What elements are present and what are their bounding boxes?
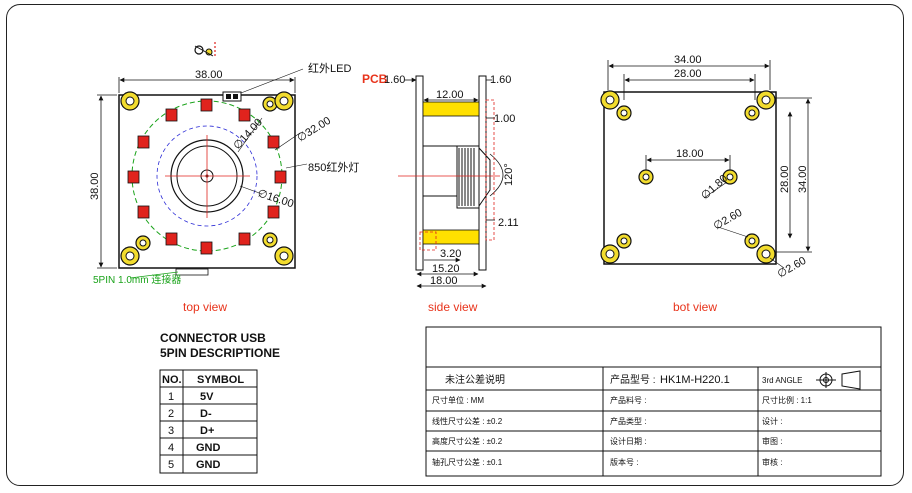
row-symbol: GND [196, 442, 221, 454]
side-dim-1-60-right: 1.60 [490, 74, 511, 86]
side-dim-2-11: 2.11 [498, 217, 519, 229]
connector-title-1: CONNECTOR USB [160, 331, 266, 345]
customer-label: 产品类型 : [610, 416, 646, 426]
ir-led-array [127, 98, 287, 255]
top-board-outline [118, 94, 296, 269]
model-label: 产品型号 : [610, 373, 656, 386]
model-value: HK1M-H220.1 [660, 374, 730, 386]
tol-header: 未注公差说明 [445, 373, 505, 386]
dia-32-label: ∅32.00 [295, 115, 333, 145]
row-no: 3 [168, 425, 174, 437]
top-corner-pads [120, 91, 294, 266]
row-no: 4 [168, 442, 174, 454]
table-header-symbol: SYMBOL [197, 374, 244, 386]
ir-led-label: 红外LED [308, 62, 351, 75]
top-width-dim: 38.00 [195, 69, 223, 81]
bot-view: 34.00 28.00 18.00 28.00 34.00 [600, 54, 812, 314]
connector-title-2: 5PIN DESCRIPTIONE [160, 346, 280, 360]
bot-dia-2-60-a: ∅2.60 [712, 207, 745, 233]
side-dim-12: 12.00 [436, 89, 464, 101]
drawing-frame [6, 4, 904, 486]
row-symbol: D- [200, 408, 212, 420]
bot-dim-18: 18.00 [676, 148, 704, 160]
top-view-caption: top view [183, 300, 227, 314]
side-dim-1-00: 1.00 [494, 113, 515, 125]
table-row: 2 D- [168, 408, 212, 420]
bot-dim-34-top: 34.00 [674, 54, 702, 66]
side-view: PCB 1.60 1.60 12.00 120° 1.00 [362, 72, 519, 314]
side-dim-18: 18.00 [430, 275, 458, 287]
unit-text: 尺寸单位 : MM [432, 395, 484, 405]
bot-pads [600, 90, 776, 264]
connector-table: CONNECTOR USB 5PIN DESCRIPTIONE NO. SYMB… [159, 331, 280, 474]
side-dim-15-20: 15.20 [432, 263, 460, 275]
table-row: 3 D+ [168, 425, 214, 437]
ir-lamp-label: 850红外灯 [308, 161, 359, 174]
side-dim-120: 120° [503, 163, 515, 186]
projection-symbol-icon [816, 370, 861, 390]
row-symbol: GND [196, 459, 221, 471]
design-date-label: 设计日期 : [610, 436, 646, 446]
row-no: 2 [168, 408, 174, 420]
hole-tol: 轴孔尺寸公差 : ±0.1 [432, 457, 503, 467]
table-row: 5 GND [168, 459, 221, 471]
approver-label: 审核 : [762, 457, 782, 467]
checker-label: 审图 : [762, 436, 782, 446]
bot-dia-2-60-b: ∅2.60 [776, 255, 809, 281]
spacer-bottom [422, 229, 480, 245]
linear-tol: 线性尺寸公差 : ±0.2 [432, 416, 503, 426]
side-dim-3-20: 3.20 [440, 248, 461, 260]
table-row: 1 5V [168, 391, 214, 403]
bot-view-caption: bot view [673, 300, 717, 314]
table-row: 4 GND [168, 442, 221, 454]
title-block: 未注公差说明 尺寸单位 : MM 线性尺寸公差 : ±0.2 高度尺寸公差 : … [425, 326, 882, 477]
connector-label: 5PIN 1.0mm 连接器 [93, 273, 181, 286]
row-symbol: D+ [200, 425, 214, 437]
bot-dia-1-80: ∅1.80 [699, 173, 730, 203]
height-tol: 高度尺寸公差 : ±0.2 [432, 436, 503, 446]
angle-label: 3rd ANGLE [762, 376, 802, 385]
bot-dim-28-top: 28.00 [674, 68, 702, 80]
material-label: 产品料号 : [610, 395, 646, 405]
side-dim-1-60-left: 1.60 [384, 74, 405, 86]
top-height-dim: 38.00 [89, 172, 101, 200]
version-label: 版本号 : [610, 457, 638, 467]
row-symbol: 5V [200, 391, 214, 403]
row-no: 1 [168, 391, 174, 403]
scale-label: 尺寸比例 : 1:1 [762, 395, 812, 405]
bot-board-outline [603, 91, 777, 265]
spacer-top [422, 101, 480, 117]
side-view-caption: side view [428, 300, 478, 314]
bot-dim-28-right: 28.00 [779, 165, 791, 193]
row-no: 5 [168, 459, 174, 471]
table-header-no: NO. [162, 374, 182, 386]
pcb-label: PCB [362, 72, 388, 86]
inner-dim-circle [156, 125, 258, 227]
top-view: 38.00 38.00 [89, 42, 359, 314]
camera-icon [194, 42, 216, 58]
bot-dim-34-right: 34.00 [797, 165, 809, 193]
dia-14-label: ∅14.00 [231, 116, 265, 152]
designer-label: 设计 : [762, 416, 782, 426]
